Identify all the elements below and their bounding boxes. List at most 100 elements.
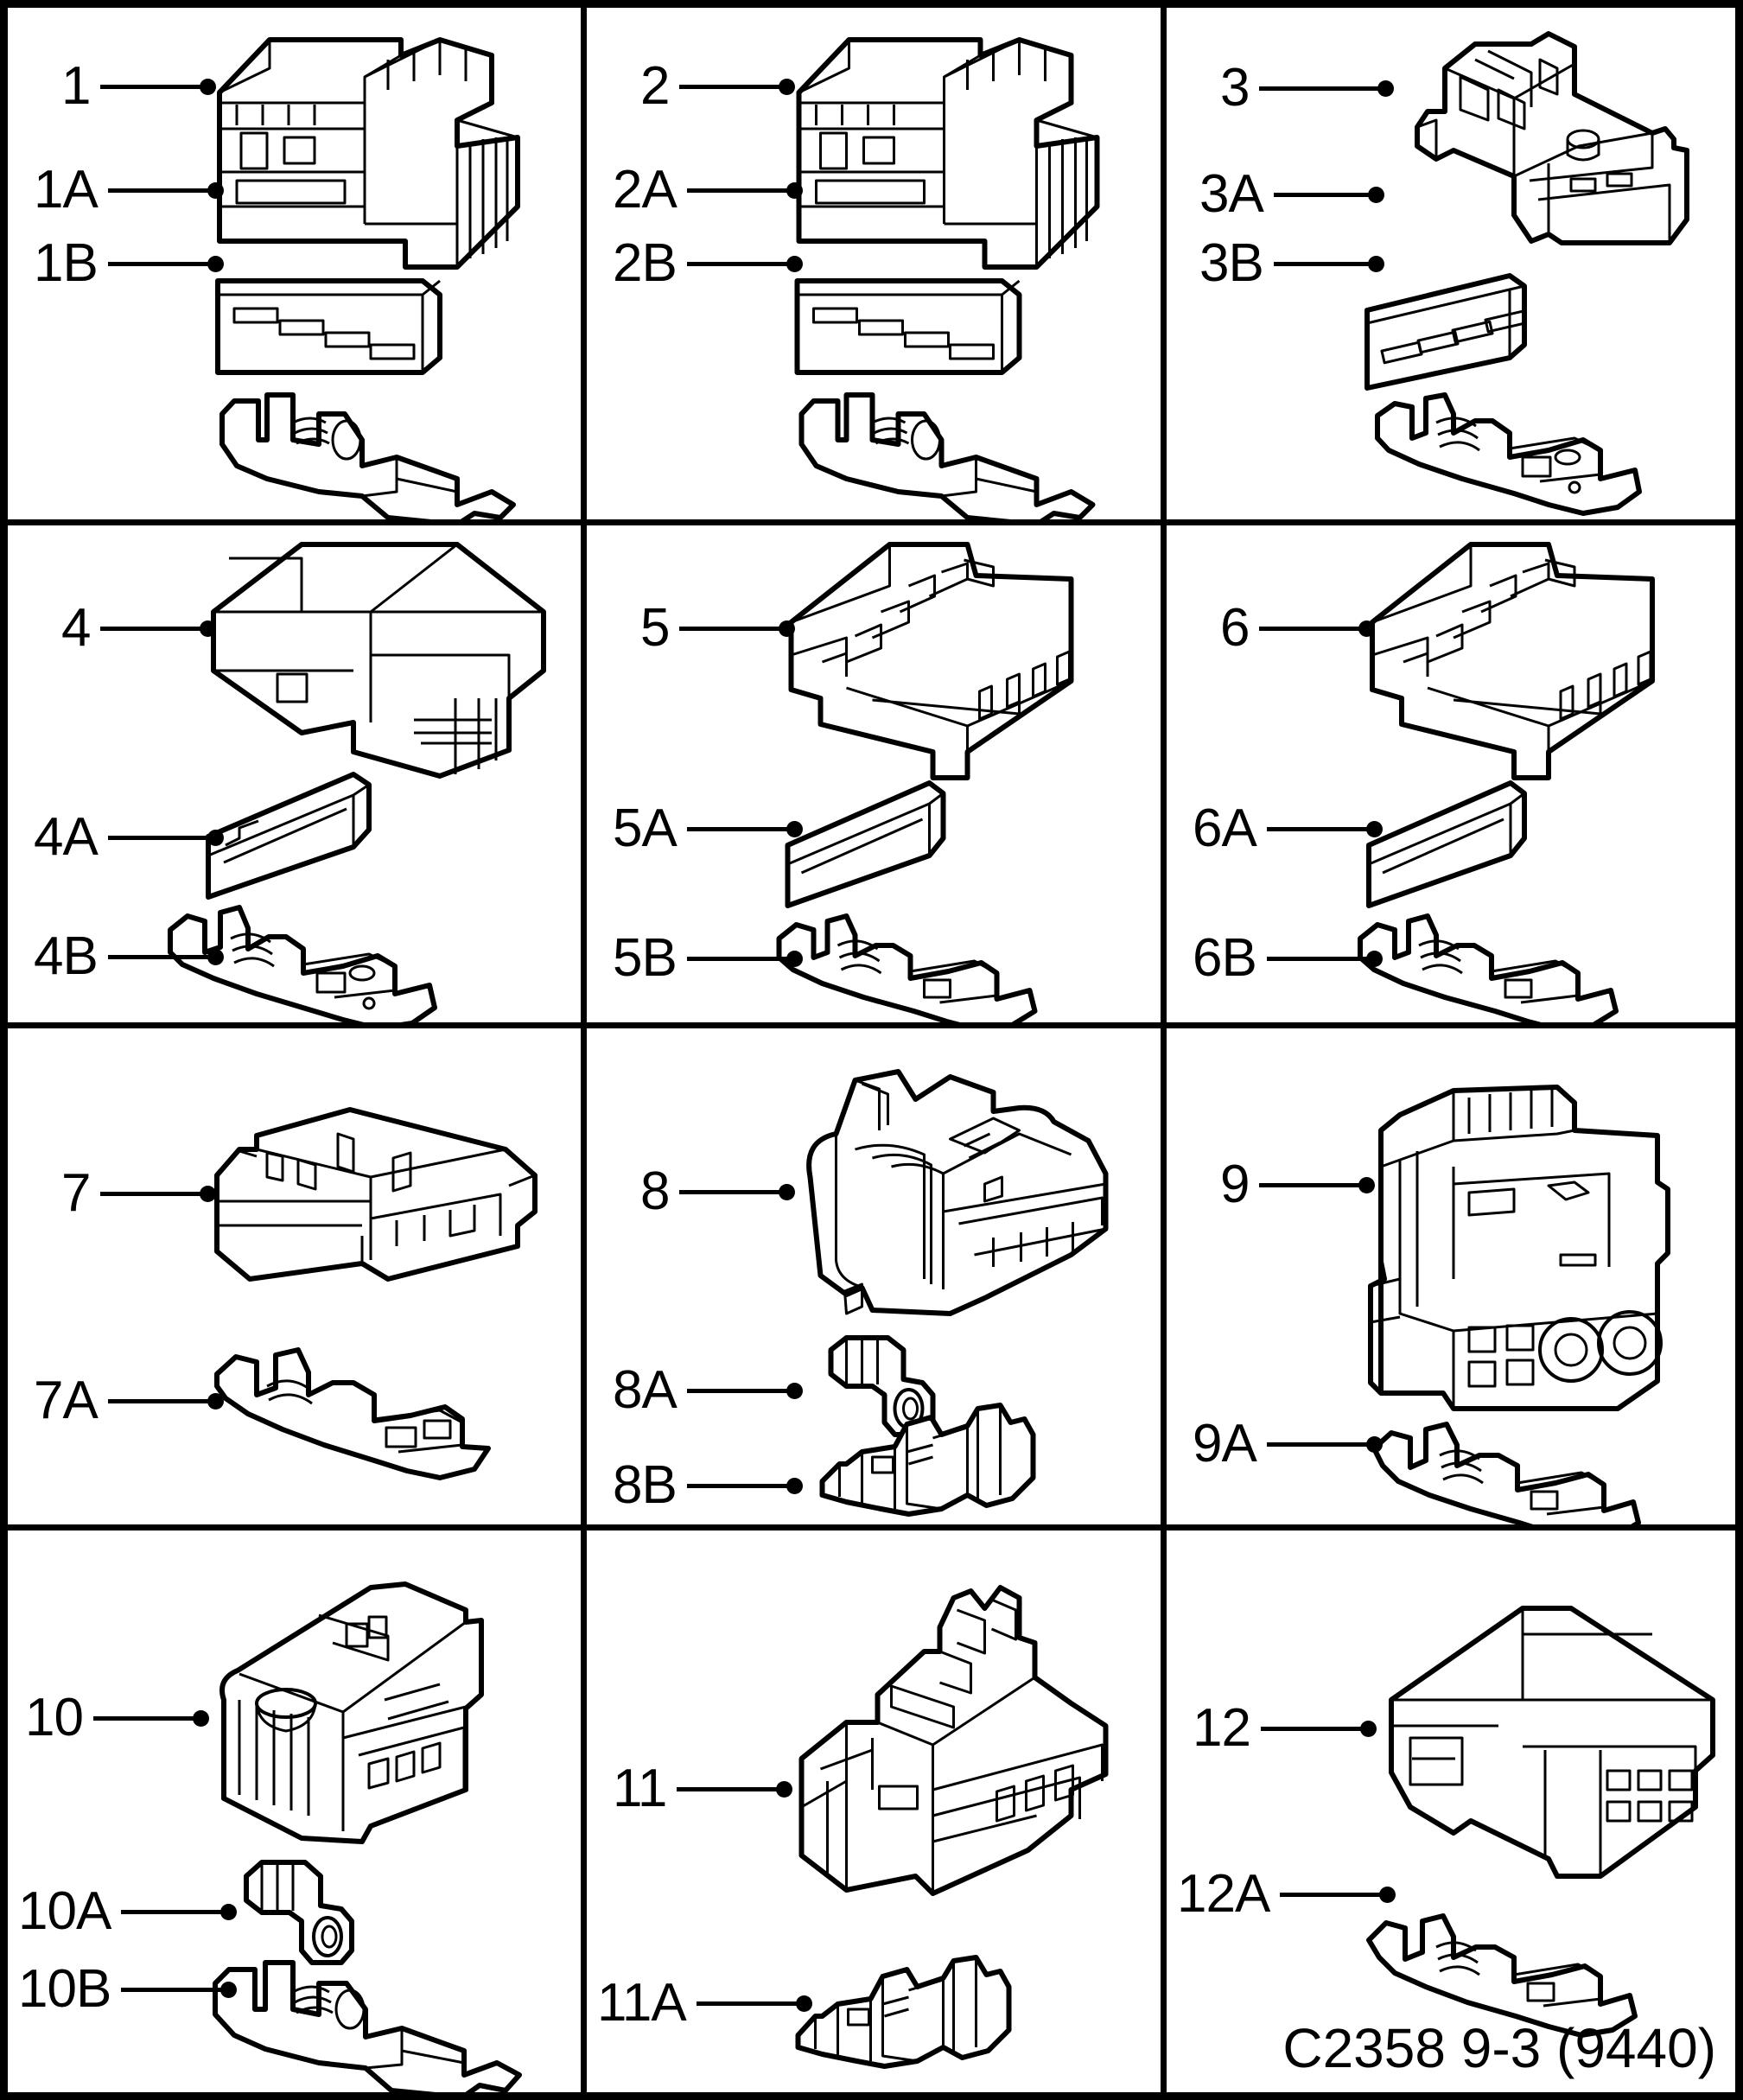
- connector-housing-5: [788, 542, 1074, 780]
- leader-dot: [786, 1382, 803, 1399]
- callout-label: 2A: [613, 160, 677, 220]
- leader-dot: [776, 1780, 793, 1798]
- leader-line: [1273, 261, 1371, 266]
- leader-dot: [1358, 620, 1376, 637]
- callout-label: 2B: [613, 233, 677, 293]
- cell-10-artwork: [8, 1530, 581, 2092]
- leader-dot: [207, 829, 224, 846]
- connector-housing-8: [806, 1069, 1109, 1316]
- leader-line: [679, 626, 782, 631]
- terminal-receptacle-7A: [214, 1347, 491, 1480]
- leader-line: [686, 956, 789, 961]
- connector-housing-2: [796, 37, 1100, 270]
- grid-horizontal-divider-1: [8, 519, 1735, 525]
- leader-line: [686, 826, 789, 831]
- callout-2B: 2B: [613, 237, 803, 290]
- diagram-caption: C2358 9-3 (9440): [1282, 2017, 1716, 2079]
- wedge-lock-5A: [785, 780, 946, 908]
- terminal-receptacle-9A: [1371, 1422, 1641, 1524]
- callout-label: 10: [25, 1688, 84, 1747]
- secondary-lock-wedge-2A: [794, 278, 1022, 375]
- callout-6B: 6B: [1193, 932, 1383, 985]
- callout-label: 12A: [1177, 1864, 1270, 1924]
- connector-housing-12: [1389, 1606, 1715, 1879]
- callout-5: 5: [640, 601, 796, 655]
- leader-dot: [207, 181, 224, 199]
- cell-1: 1 1A 1B: [8, 8, 581, 519]
- callout-9: 9: [1220, 1155, 1376, 1214]
- callout-label: 9: [1220, 1155, 1250, 1214]
- connector-housing-10: [219, 1581, 484, 1844]
- leader-line: [1266, 956, 1369, 961]
- callout-10A: 10A: [18, 1881, 238, 1941]
- leader-line: [107, 835, 210, 840]
- callout-label: 5B: [613, 928, 677, 988]
- leader-dot: [786, 1477, 803, 1494]
- callout-label: 6: [1220, 598, 1250, 658]
- cell-12-artwork: [1167, 1530, 1735, 2092]
- cell-12: 12 12A: [1167, 1530, 1735, 2092]
- callout-10: 10: [25, 1691, 209, 1745]
- callout-1B: 1B: [34, 237, 224, 290]
- cell-7-artwork: [8, 1028, 581, 1524]
- terminal-receptacle-6B: [1358, 913, 1619, 1022]
- cell-3-artwork: [1167, 8, 1735, 519]
- callout-label: 2: [640, 56, 670, 116]
- callout-4: 4: [61, 601, 217, 655]
- callout-2A: 2A: [613, 163, 803, 217]
- leader-line: [677, 1786, 779, 1791]
- leader-dot: [192, 1709, 209, 1727]
- callout-3A: 3A: [1199, 168, 1384, 221]
- terminal-sealed-8B: [819, 1403, 1036, 1517]
- leader-dot: [786, 255, 803, 272]
- callout-label: 7A: [34, 1371, 99, 1430]
- callout-label: 9A: [1193, 1414, 1257, 1473]
- callout-6: 6: [1220, 598, 1376, 658]
- leader-line: [107, 1398, 210, 1403]
- grid-vertical-divider-1: [581, 8, 587, 2092]
- callout-label: 10B: [18, 1959, 111, 2019]
- terminal-sealed-11A: [795, 1955, 1012, 2069]
- callout-label: 8A: [613, 1360, 677, 1420]
- connector-housing-9: [1368, 1085, 1670, 1411]
- callout-2: 2: [640, 56, 796, 116]
- leader-dot: [786, 181, 803, 199]
- leader-line: [686, 1483, 789, 1488]
- leader-line: [100, 84, 203, 89]
- leader-dot: [779, 78, 796, 95]
- leader-dot: [1359, 1720, 1377, 1737]
- callout-label: 6B: [1193, 928, 1257, 988]
- secondary-lock-wedge-3A: [1365, 273, 1527, 391]
- callout-11A: 11A: [597, 1976, 812, 2030]
- callout-label: 3A: [1199, 164, 1264, 224]
- callout-12A: 12A: [1177, 1868, 1396, 1921]
- connector-housing-4: [211, 542, 546, 779]
- cell-11-artwork: [587, 1530, 1161, 2092]
- cell-2: 2 2A 2B: [587, 8, 1161, 519]
- leader-dot: [1367, 186, 1384, 203]
- leader-dot: [207, 948, 224, 965]
- callout-label: 11A: [597, 1973, 687, 2033]
- terminal-pin-1B: [219, 392, 516, 519]
- cell-7: 7 7A: [8, 1028, 581, 1524]
- callout-label: 6A: [1193, 799, 1257, 858]
- grid-vertical-divider-2: [1161, 8, 1167, 2092]
- connector-housing-3: [1415, 31, 1689, 245]
- leader-dot: [200, 1185, 217, 1202]
- leader-dot: [786, 950, 803, 967]
- leader-line: [686, 188, 789, 193]
- leader-dot: [220, 1903, 238, 1920]
- callout-label: 10A: [18, 1881, 111, 1941]
- cable-seal-grommet-10A: [244, 1860, 354, 1965]
- callout-label: 4A: [34, 807, 99, 867]
- leader-line: [121, 1987, 224, 1992]
- callout-label: 3B: [1199, 233, 1264, 293]
- cell-8-artwork: [587, 1028, 1161, 1524]
- connector-housing-1: [217, 37, 520, 270]
- callout-8B: 8B: [613, 1459, 803, 1512]
- connector-housing-11: [798, 1585, 1109, 1896]
- leader-dot: [779, 620, 796, 637]
- leader-dot: [1377, 80, 1395, 97]
- leader-line: [92, 1715, 195, 1721]
- leader-dot: [779, 1183, 796, 1200]
